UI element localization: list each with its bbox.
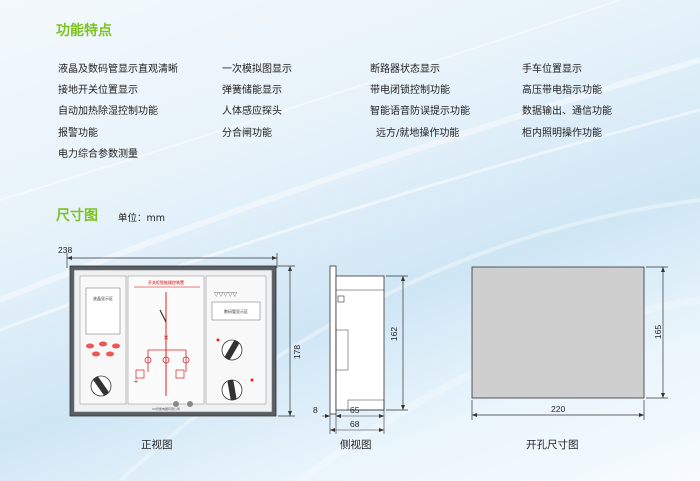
side-total-label: 68 bbox=[350, 419, 360, 429]
side-offset-label: 8 bbox=[313, 405, 318, 415]
feature-item: 智能语音防误提示功能 bbox=[370, 106, 470, 117]
led-icon bbox=[173, 401, 179, 407]
button-icon bbox=[106, 351, 114, 357]
caption-cutout-view: 开孔尺寸图 bbox=[526, 439, 579, 451]
feature-item: 手车位置显示 bbox=[522, 64, 582, 75]
feature-item: 电力综合参数测量 bbox=[58, 149, 138, 160]
feature-item: 数据输出、通信功能 bbox=[522, 106, 612, 117]
feature-item: 液晶及数码管显示直观清晰 bbox=[58, 64, 178, 75]
feature-item: 弹簧储能显示 bbox=[222, 85, 282, 96]
front-view: 238 液晶显示区 开关柜智能操控装置 ✕ ⏚ bbox=[58, 245, 302, 417]
feature-item: 高压带电指示功能 bbox=[522, 85, 602, 96]
cutout-height-label: 165 bbox=[653, 325, 663, 339]
feature-item: 分合闸功能 bbox=[222, 128, 272, 139]
digits-label: 数码管显示区 bbox=[224, 308, 248, 314]
caption-front-view: 正视图 bbox=[141, 439, 173, 451]
cutout-view: 165 220 bbox=[471, 266, 668, 420]
front-height-label: 178 bbox=[292, 345, 302, 359]
cutout-width-label: 220 bbox=[551, 404, 565, 414]
led-icon bbox=[187, 401, 193, 407]
feature-item: 远方/就地操作功能 bbox=[376, 128, 460, 139]
button-icon bbox=[86, 343, 94, 349]
maker-label: XX智能电器有限公司 bbox=[152, 406, 180, 411]
button-icon bbox=[92, 351, 100, 357]
dimensions-heading: 尺寸图 bbox=[56, 208, 98, 224]
side-depth-label: 65 bbox=[350, 405, 360, 415]
feature-item: 自动加热除湿控制功能 bbox=[58, 106, 158, 117]
side-height-label: 162 bbox=[389, 327, 399, 341]
lcd-label: 液晶显示区 bbox=[93, 295, 113, 301]
feature-item: 人体感应探头 bbox=[222, 106, 282, 117]
front-width-label: 238 bbox=[58, 245, 72, 255]
svg-text:⏚: ⏚ bbox=[133, 378, 139, 385]
side-view: 162 8 65 68 bbox=[313, 265, 408, 434]
svg-text:▽▽▽▽▽: ▽▽▽▽▽ bbox=[214, 291, 237, 298]
feature-item: 接地开关位置显示 bbox=[58, 85, 138, 96]
features-heading: 功能特点 bbox=[56, 23, 112, 39]
feature-item: 柜内照明操作功能 bbox=[522, 128, 602, 139]
unit-label: 单位：mm bbox=[118, 213, 166, 224]
panel-title: 开关柜智能操控装置 bbox=[148, 279, 184, 285]
feature-item: 一次模拟图显示 bbox=[222, 64, 292, 75]
feature-item: 报警功能 bbox=[58, 128, 98, 139]
feature-item: 带电闭锁控制功能 bbox=[370, 85, 450, 96]
button-icon bbox=[99, 341, 107, 347]
svg-text:✕: ✕ bbox=[163, 334, 169, 342]
feature-item: 断路器状态显示 bbox=[370, 64, 440, 75]
caption-side-view: 侧视图 bbox=[340, 439, 372, 451]
button-icon bbox=[112, 343, 120, 349]
